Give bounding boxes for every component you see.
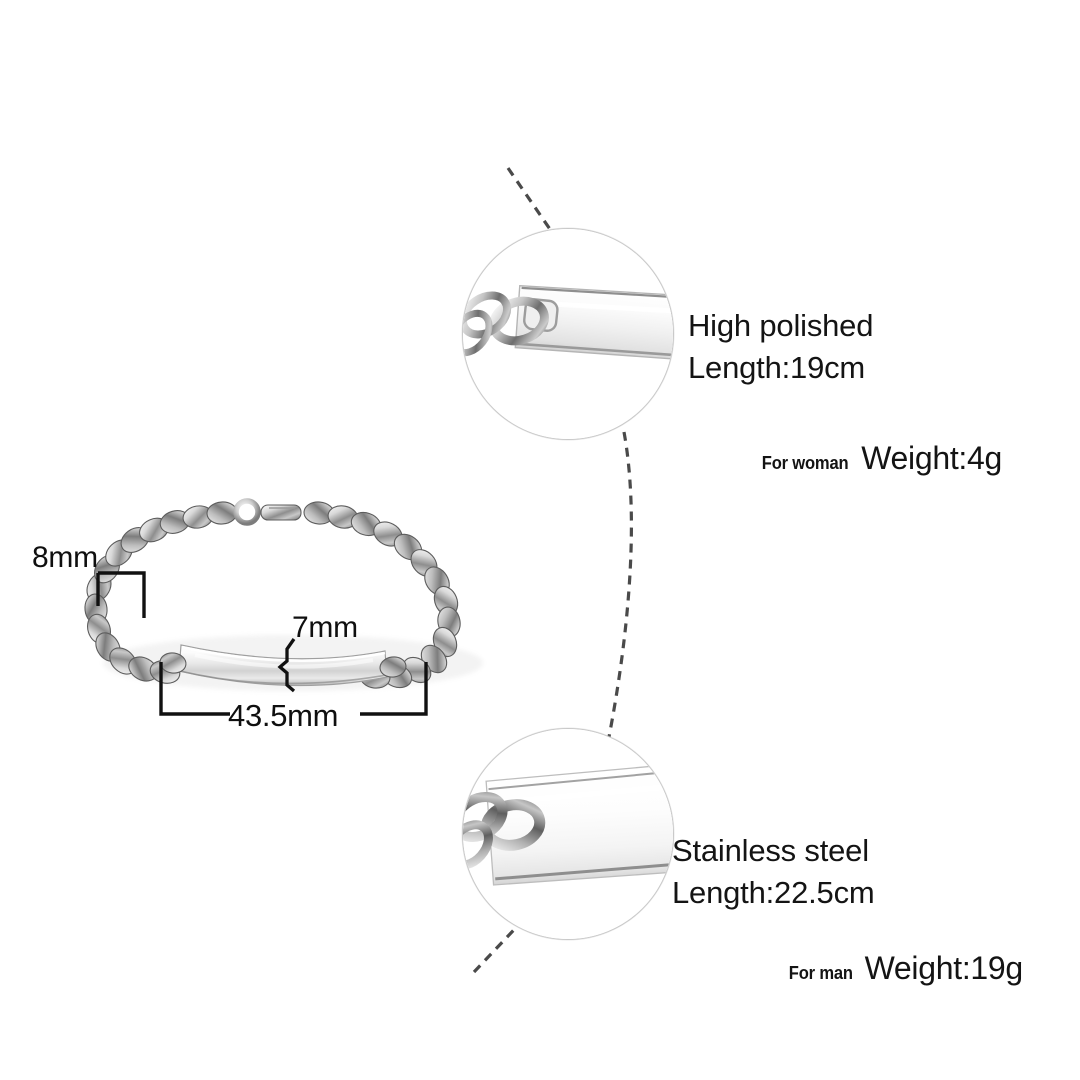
- leader-line-top-stub: [506, 167, 558, 239]
- bar-connector-links: [159, 652, 407, 678]
- magnifier-bubble-bottom-art: [463, 729, 673, 939]
- magnifier-bubble-top-art: [463, 229, 673, 439]
- dimension-bracket-bar-length: [158, 660, 430, 722]
- spec-length-man: Length:22.5cm: [672, 875, 875, 910]
- dimension-label-bar-length: 43.5mm: [228, 698, 339, 733]
- weight-row-man: For man Weight:19g: [786, 950, 1023, 987]
- spec-block-woman: High polished Length:19cm: [688, 305, 873, 389]
- bracelet-illustration: [55, 495, 525, 710]
- leader-line-connector: [606, 431, 634, 743]
- weight-value-man: Weight:19g: [864, 950, 1024, 986]
- clasp-ring: [233, 498, 261, 526]
- spec-length-woman: Length:19cm: [688, 350, 866, 385]
- spec-finish-woman: High polished: [688, 308, 874, 343]
- chain-loop: [84, 498, 461, 689]
- magnifier-bubble-top: [462, 228, 674, 440]
- spec-finish-man: Stainless steel: [672, 833, 869, 868]
- magnifier-bubble-bottom: [462, 728, 674, 940]
- spec-block-man: Stainless steel Length:22.5cm: [672, 830, 875, 914]
- weight-for-label-woman: For woman: [761, 453, 849, 473]
- weight-for-label-man: For man: [788, 963, 853, 983]
- weight-row-woman: For woman Weight:4g: [758, 440, 1003, 477]
- clasp-body: [260, 504, 302, 521]
- weight-value-woman: Weight:4g: [861, 440, 1003, 476]
- dimension-label-bar-height: 7mm: [292, 611, 358, 644]
- dimension-bracket-chain-width: [95, 570, 155, 626]
- dimension-label-chain-width: 8mm: [32, 541, 98, 574]
- chain-upper-arc: [86, 498, 459, 617]
- dimension-bracket-bar-height: [277, 637, 312, 693]
